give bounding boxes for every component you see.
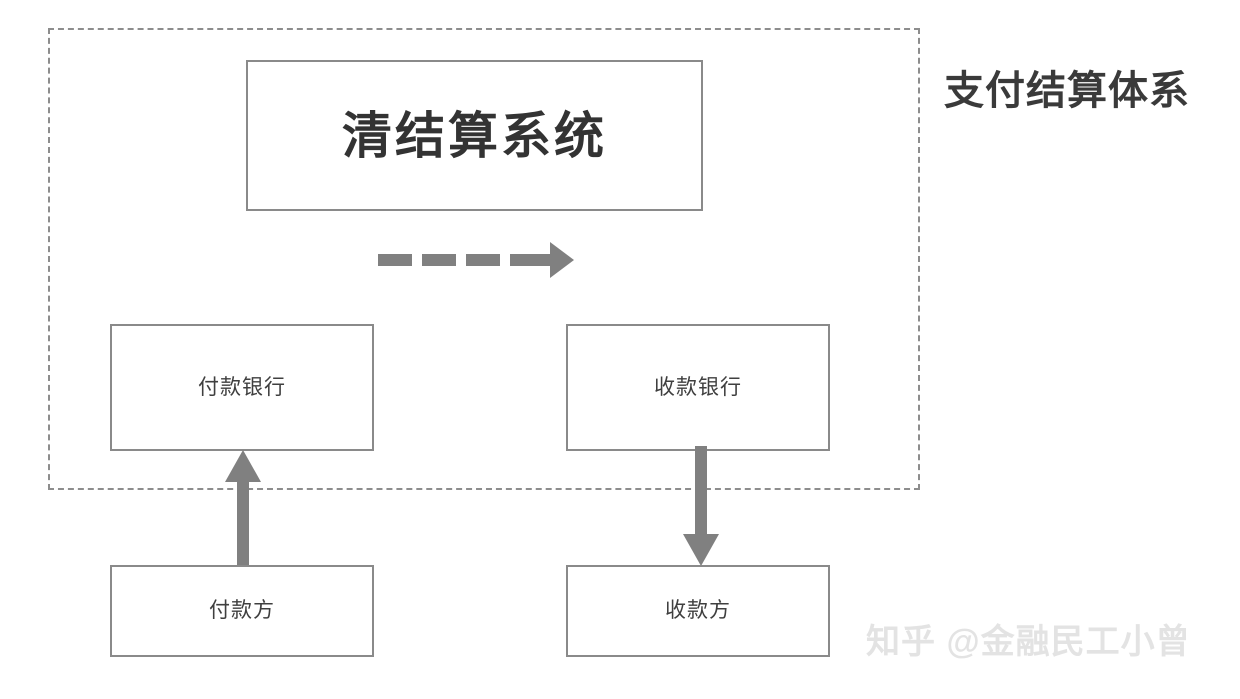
node-payee: 收款方 xyxy=(566,565,830,657)
node-receiving-bank-label: 收款银行 xyxy=(654,375,742,399)
node-paying-bank-label: 付款银行 xyxy=(198,375,286,399)
system-boundary-dashed-region xyxy=(48,28,920,490)
watermark-text: 知乎 @金融民工小曾 xyxy=(866,623,1191,661)
node-payer-label: 付款方 xyxy=(209,599,275,623)
node-payee-label: 收款方 xyxy=(665,599,731,623)
arrow-down-receiving-bank-to-payee-icon xyxy=(680,446,722,570)
node-paying-bank: 付款银行 xyxy=(110,324,374,451)
node-clearing-system: 清结算系统 xyxy=(246,60,703,211)
node-payer: 付款方 xyxy=(110,565,374,657)
node-receiving-bank: 收款银行 xyxy=(566,324,830,451)
dashed-right-arrow-icon xyxy=(370,238,580,282)
arrow-up-payer-to-paying-bank-icon xyxy=(222,446,264,570)
page-title: 支付结算体系 xyxy=(944,69,1190,113)
node-clearing-system-label: 清结算系统 xyxy=(342,107,607,164)
